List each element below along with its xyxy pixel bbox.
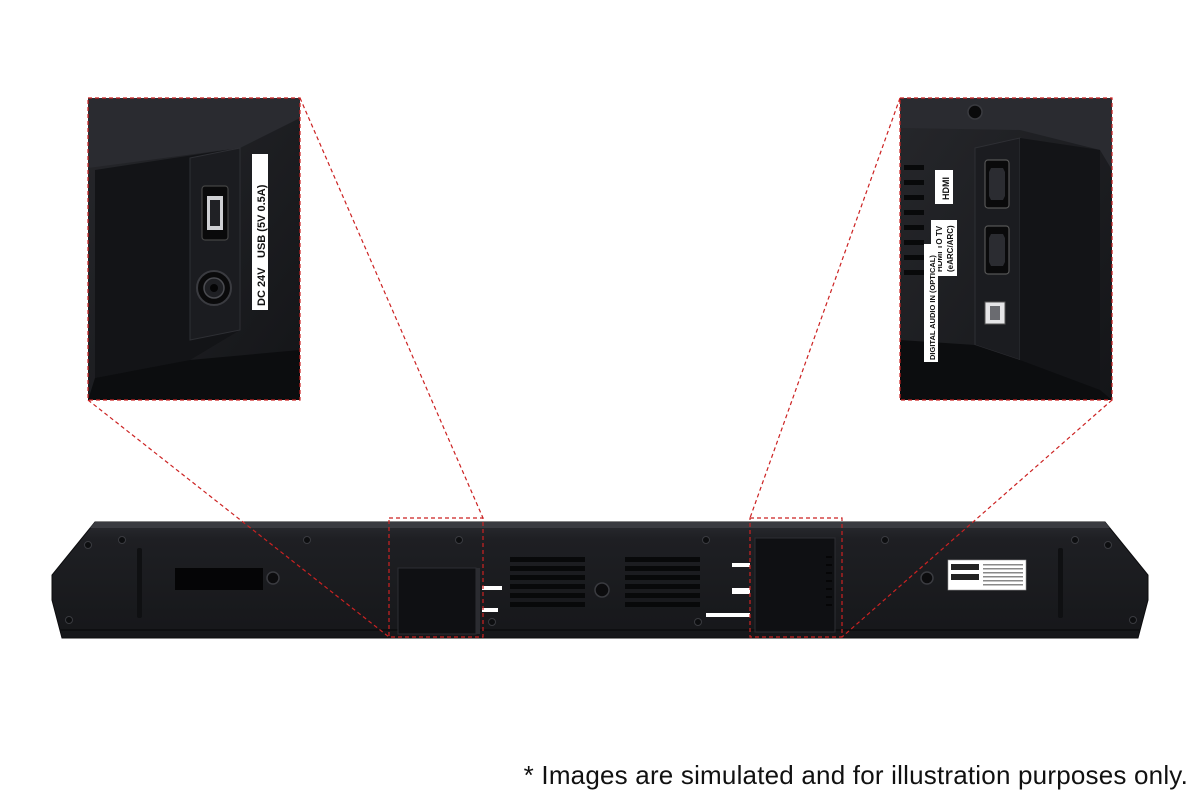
dc-label: DC 24V (256, 267, 268, 306)
hdmi-port-icon (984, 159, 1010, 209)
soundbar-screws (65, 536, 1137, 626)
callout-box-zoom-right (899, 97, 1113, 401)
mount-hole (266, 571, 280, 585)
rating-label (947, 559, 1027, 591)
mount-hole-right (920, 571, 934, 585)
callout-box-bar-right (749, 517, 843, 638)
zoom-left: USB (5V 0.5A) DC 24V (87, 97, 301, 401)
hdmi-label: HDMI (941, 177, 951, 200)
hdmi-arc-port-icon (984, 225, 1010, 275)
callout-box-zoom-left (87, 97, 301, 401)
zoom-right: HDMI HDMI TO TV (eARC/ARC) DIGITAL AUDIO… (899, 97, 1113, 401)
bar-usb-dc-panel (397, 567, 502, 635)
vent-grille-left (510, 557, 585, 607)
bar-hdmi-optical-panel (706, 537, 836, 633)
vent-grille-right (625, 557, 700, 607)
callout-box-bar-left (388, 517, 484, 638)
hdmi-to-tv-label-line2: (eARC/ARC) (946, 225, 955, 272)
callout-lines (87, 97, 1113, 638)
center-mount-hole (594, 582, 610, 598)
optical-port-icon (984, 301, 1006, 325)
optical-label: DIGITAL AUDIO IN (OPTICAL) (928, 255, 937, 360)
mount-recess (175, 568, 263, 590)
usb-port-icon (201, 185, 229, 241)
dc-jack-icon (196, 270, 232, 306)
hdmi-to-tv-label-line1: HDMI TO TV (935, 225, 944, 272)
usb-label: USB (5V 0.5A) (256, 184, 268, 258)
disclaimer-text: * Images are simulated and for illustrat… (523, 760, 1188, 790)
